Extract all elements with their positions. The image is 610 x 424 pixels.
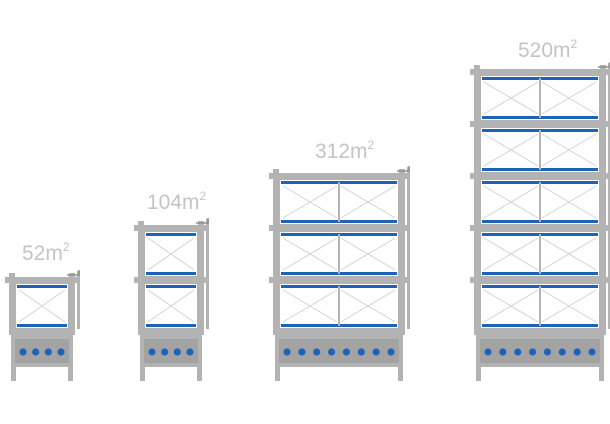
panel-top-blue	[146, 285, 196, 288]
panel-top-blue	[146, 233, 196, 236]
base-leg-left	[11, 367, 16, 381]
panel-cross	[541, 237, 597, 271]
panel-cross	[541, 133, 597, 167]
post-left	[9, 273, 15, 329]
base-dot	[19, 348, 27, 356]
base-dot	[387, 348, 395, 356]
post-right	[69, 273, 75, 329]
panel-bottom-blue	[17, 324, 67, 327]
base-dot	[514, 348, 522, 356]
base-leg-left	[476, 367, 481, 381]
panel-cross	[147, 289, 195, 323]
base-tank-inner	[279, 339, 399, 363]
unit-label-0: 52m2	[22, 240, 70, 265]
unit-label-3: 520m2	[518, 37, 578, 62]
base-dot	[543, 348, 552, 356]
base-dot	[342, 348, 351, 356]
base-leg-left	[275, 367, 280, 381]
post-right	[198, 221, 204, 329]
panel-cross	[483, 237, 539, 271]
panel-cross	[18, 289, 66, 323]
base-dot	[372, 348, 380, 356]
shelf-bar	[470, 277, 610, 283]
shelf-bar	[470, 173, 610, 179]
unit-label-1: 104m2	[147, 189, 207, 214]
base-dot	[484, 348, 492, 356]
base-leg-left	[140, 367, 145, 381]
panel-bottom-blue	[146, 324, 196, 327]
base-dot	[313, 348, 321, 356]
unit-label-2: 312m2	[315, 138, 375, 163]
post-right	[399, 169, 405, 329]
top-bracket	[397, 166, 410, 172]
base-dot	[357, 348, 365, 356]
shelf-bar	[470, 225, 610, 231]
base-dot	[528, 348, 537, 356]
post-outer	[77, 271, 80, 329]
panel-top-blue	[17, 285, 67, 288]
panel-cross	[541, 81, 597, 115]
panel-cross	[340, 289, 396, 323]
base-dot	[588, 348, 596, 356]
panel-cross	[483, 81, 539, 115]
base-dot	[186, 348, 194, 356]
base-dot	[573, 348, 581, 356]
panel	[143, 230, 199, 278]
base-dot	[298, 348, 306, 356]
top-bracket	[196, 218, 209, 224]
base-top-plate	[138, 329, 204, 335]
shelf-bar	[5, 277, 79, 283]
base-top-plate	[273, 329, 405, 335]
panel-cross	[147, 237, 195, 271]
base-dot	[57, 348, 65, 356]
shelf-bar	[269, 277, 409, 283]
base-dot	[327, 348, 336, 356]
base-dot	[32, 348, 40, 356]
base-dot	[148, 348, 156, 356]
panel-cross	[541, 289, 597, 323]
panel-bottom-blue	[146, 272, 196, 275]
post-left	[474, 65, 480, 329]
base-dot	[558, 348, 566, 356]
shelf-bar	[470, 121, 610, 127]
base-leg-right	[197, 367, 202, 381]
base-top-plate	[474, 329, 606, 335]
base-tank-inner	[480, 339, 600, 363]
base-dot	[161, 348, 169, 356]
base-dot	[283, 348, 291, 356]
panel-cross	[282, 289, 338, 323]
post-left	[273, 169, 279, 329]
panel-cross	[282, 185, 338, 219]
panel-cross	[282, 237, 338, 271]
top-bracket	[67, 270, 80, 276]
post-outer	[608, 63, 610, 329]
base-dot	[173, 348, 181, 356]
panel-cross	[340, 237, 396, 271]
base-leg-right	[398, 367, 403, 381]
shelf-bar	[269, 173, 409, 179]
top-bracket	[598, 62, 610, 68]
panel-cross	[483, 133, 539, 167]
panel-cross	[483, 289, 539, 323]
post-outer	[407, 167, 410, 329]
shelf-bar	[269, 225, 409, 231]
base-leg-right	[599, 367, 604, 381]
panel-cross	[340, 185, 396, 219]
base-top-plate	[9, 329, 75, 335]
base-leg-right	[68, 367, 73, 381]
shelf-bar	[470, 69, 610, 75]
panel-cross	[541, 185, 597, 219]
post-left	[138, 221, 144, 329]
panel-cross	[483, 185, 539, 219]
shelf-bar	[134, 277, 208, 283]
base-dot	[499, 348, 507, 356]
base-dot	[44, 348, 52, 356]
post-outer	[206, 219, 209, 329]
shelf-bar	[134, 225, 208, 231]
post-right	[600, 65, 606, 329]
